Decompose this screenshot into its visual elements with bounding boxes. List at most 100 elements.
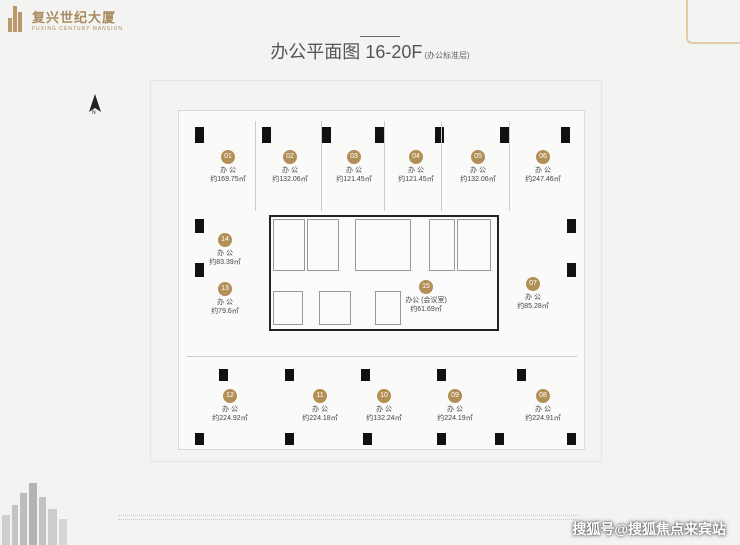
unit-name: 办 公 <box>535 167 551 174</box>
unit-area: 约169.75㎡ <box>210 176 246 183</box>
unit-14: 14 办 公 约83.39㎡ <box>197 233 253 267</box>
core-room <box>307 219 339 271</box>
unit-name: 办 公 <box>346 167 362 174</box>
unit-number-badge: 01 <box>221 150 235 164</box>
floor-plan <box>178 110 585 450</box>
unit-number-badge: 12 <box>223 389 237 403</box>
unit-number-badge: 10 <box>377 389 391 403</box>
unit-area: 约85.28㎡ <box>517 303 549 310</box>
unit-number-badge: 13 <box>218 282 232 296</box>
column <box>219 369 228 381</box>
unit-number-badge: 05 <box>471 150 485 164</box>
core-room <box>273 291 303 325</box>
building-logo-icon <box>8 6 26 32</box>
unit-15: 15 办公 (会议室) 约61.69㎡ <box>396 280 456 314</box>
core-room <box>429 219 455 271</box>
unit-number-badge: 09 <box>448 389 462 403</box>
unit-name: 办 公 <box>470 167 486 174</box>
unit-name: 办公 (会议室) <box>405 297 447 304</box>
unit-04: 04 办 公 约121.45㎡ <box>388 150 444 184</box>
unit-10: 10 办 公 约132.24㎡ <box>354 389 414 423</box>
column <box>500 127 509 143</box>
unit-name: 办 公 <box>217 250 233 257</box>
unit-07: 07 办 公 约85.28㎡ <box>505 277 561 311</box>
unit-area: 约224.91㎡ <box>525 415 561 422</box>
core-room <box>457 219 491 271</box>
unit-name: 办 公 <box>282 167 298 174</box>
unit-area: 约224.92㎡ <box>212 415 248 422</box>
column <box>363 433 372 445</box>
partition <box>384 121 385 211</box>
column <box>567 263 576 277</box>
partition <box>321 121 322 211</box>
column <box>567 433 576 445</box>
unit-area: 约132.06㎡ <box>272 176 308 183</box>
title-sub: (办公标准层) <box>424 51 470 60</box>
unit-12: 12 办 公 约224.92㎡ <box>200 389 260 423</box>
unit-08: 08 办 公 约224.91㎡ <box>513 389 573 423</box>
unit-area: 约79.6㎡ <box>211 308 239 315</box>
unit-area: 约61.69㎡ <box>410 306 442 313</box>
unit-area: 约224.19㎡ <box>437 415 473 422</box>
unit-09: 09 办 公 约224.19㎡ <box>425 389 485 423</box>
city-skyline-icon <box>2 483 67 545</box>
column <box>561 127 570 143</box>
unit-number-badge: 08 <box>536 389 550 403</box>
unit-area: 约121.45㎡ <box>398 176 434 183</box>
column <box>435 127 444 143</box>
page-title: 办公平面图 16-20F(办公标准层) <box>0 38 740 64</box>
column <box>495 433 504 445</box>
unit-area: 约83.39㎡ <box>209 259 241 266</box>
unit-03: 03 办 公 约121.45㎡ <box>326 150 382 184</box>
unit-area: 约132.06㎡ <box>460 176 496 183</box>
column <box>437 433 446 445</box>
column <box>375 127 384 143</box>
unit-number-badge: 15 <box>419 280 433 294</box>
unit-number-badge: 14 <box>218 233 232 247</box>
core-room <box>273 219 305 271</box>
unit-05: 05 办 公 约132.06㎡ <box>450 150 506 184</box>
column <box>195 127 204 143</box>
unit-name: 办 公 <box>408 167 424 174</box>
title-rule <box>360 36 400 37</box>
brand-logo: 复兴世纪大厦 FUXING CENTURY MANSION <box>8 6 123 32</box>
partition <box>441 121 442 211</box>
logo-name-cn: 复兴世纪大厦 <box>32 9 117 25</box>
unit-06: 06 办 公 约247.46㎡ <box>515 150 571 184</box>
column <box>195 219 204 233</box>
unit-name: 办 公 <box>535 406 551 413</box>
unit-13: 13 办 公 约79.6㎡ <box>197 282 253 316</box>
unit-area: 约247.46㎡ <box>525 176 561 183</box>
unit-name: 办 公 <box>217 299 233 306</box>
column <box>322 127 331 143</box>
unit-name: 办 公 <box>525 294 541 301</box>
unit-name: 办 公 <box>222 406 238 413</box>
column <box>262 127 271 143</box>
unit-name: 办 公 <box>220 167 236 174</box>
unit-area: 约224.18㎡ <box>302 415 338 422</box>
title-main: 办公平面图 16-20F <box>270 42 423 62</box>
unit-number-badge: 11 <box>313 389 327 403</box>
unit-number-badge: 03 <box>347 150 361 164</box>
column <box>567 219 576 233</box>
unit-name: 办 公 <box>312 406 328 413</box>
unit-name: 办 公 <box>376 406 392 413</box>
unit-number-badge: 02 <box>283 150 297 164</box>
partition <box>255 121 256 211</box>
footer-disclaimer <box>118 512 578 520</box>
unit-number-badge: 04 <box>409 150 423 164</box>
logo-name-en: FUXING CENTURY MANSION <box>32 25 123 32</box>
column <box>517 369 526 381</box>
decorative-frame <box>686 0 740 44</box>
unit-01: 01 办 公 约169.75㎡ <box>200 150 256 184</box>
core-room <box>319 291 351 325</box>
unit-number-badge: 06 <box>536 150 550 164</box>
unit-02: 02 办 公 约132.06㎡ <box>262 150 318 184</box>
partition <box>509 121 510 211</box>
unit-area: 约132.24㎡ <box>366 415 402 422</box>
plan-grid-frame <box>150 80 602 462</box>
column <box>195 433 204 445</box>
partition <box>187 356 577 357</box>
unit-area: 约121.45㎡ <box>336 176 372 183</box>
core-room <box>375 291 401 325</box>
